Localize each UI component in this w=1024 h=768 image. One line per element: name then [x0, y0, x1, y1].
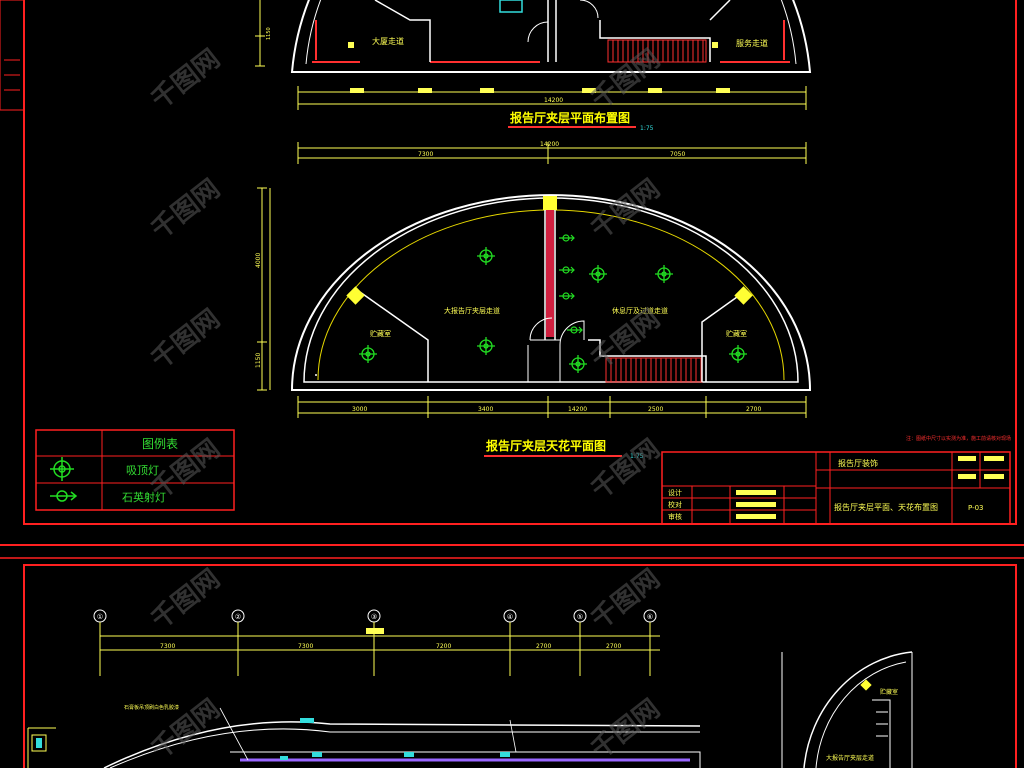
top-room-label-2: 服务走道	[736, 38, 768, 48]
watermark-text: 千图网	[586, 44, 666, 116]
ceiling-plan: 7300 14200 7050 4000 1150	[255, 141, 812, 460]
ceiling-left-dim-2: 1150	[255, 353, 262, 368]
spot-light-icon	[567, 326, 583, 334]
ceiling-top-dim-2: 14200	[540, 141, 559, 148]
ceiling-stairs	[605, 357, 703, 383]
spot-light-icon	[50, 490, 78, 502]
ceiling-light-icon	[729, 345, 747, 363]
axis-bubble-label: ①	[97, 613, 103, 621]
elevation-note: 石膏板吊顶刷白色乳胶漆	[124, 704, 179, 711]
elevation-dim-1: 7300	[160, 643, 175, 650]
legend-item-2-label: 石英射灯	[122, 490, 166, 504]
elevation: ① ② ③ ④ ⑤ ⑥ 7300 7300 7200 2700 2700 石膏板吊顶刷白色…	[27, 609, 913, 768]
ceiling-light-icon	[655, 265, 673, 283]
elevation-dim-5: 2700	[606, 643, 621, 650]
ceiling-light-icon	[477, 337, 495, 355]
top-overall-dim: 14200	[544, 97, 563, 104]
legend-header: 图例表	[142, 437, 178, 451]
ceiling-light-icon	[569, 355, 587, 373]
ceiling-top-dim-3: 7050	[670, 151, 685, 158]
svg-text:1150: 1150	[266, 27, 272, 40]
watermark-text: 千图网	[586, 564, 666, 636]
ceiling-light-icon	[359, 345, 377, 363]
axis-bubble: ①	[93, 609, 107, 676]
axis-bubble-label: ⑥	[647, 613, 653, 621]
ceiling-top-dim-1: 7300	[418, 151, 433, 158]
ceiling-bottom-dim-5: 2700	[746, 406, 761, 413]
elevation-dim-4: 2700	[536, 643, 551, 650]
ceiling-bottom-dim-1: 3000	[352, 406, 367, 413]
axis-bubble-label: ⑤	[577, 613, 583, 621]
watermark-text: 千图网	[146, 174, 226, 246]
elevation-dim-3: 7200	[436, 643, 451, 650]
axis-bubble-label: ②	[235, 613, 241, 621]
title-block-role-2: 校对	[668, 500, 682, 509]
axis-bubble: ②	[231, 609, 245, 676]
title-block-drawing-no: P-03	[968, 504, 984, 512]
ceiling-light-icon	[589, 265, 607, 283]
title-block: 注：图纸中尺寸以实测为准，施工前请核对现场 报告厅装饰 报告厅夹层平面、天花布置…	[661, 435, 1011, 525]
ceiling-plan-scale: 1:75	[630, 453, 644, 460]
ceiling-room-center-left: 大报告厅夹层走道	[444, 306, 500, 315]
axis-bubble: ④	[503, 609, 517, 676]
ceiling-left-dim-1: 4000	[255, 253, 262, 268]
top-plan-scale: 1:75	[640, 125, 654, 132]
ceiling-bottom-dim-2: 3400	[478, 406, 493, 413]
legend-item-1-label: 吸顶灯	[126, 464, 159, 477]
watermark-text: 千图网	[146, 564, 226, 636]
ceiling-light-icon	[477, 247, 495, 265]
top-plan-title: 报告厅夹层平面布置图	[510, 110, 630, 125]
watermark-text: 千图网	[586, 694, 666, 766]
spot-light-icon	[559, 234, 575, 242]
watermarks: 千图网千图网千图网千图网千图网千图网千图网千图网千图网千图网千图网千图网	[146, 44, 666, 766]
axis-bubble-label: ③	[371, 613, 377, 621]
ceiling-room-left: 贮藏室	[370, 329, 391, 338]
ceiling-plan-title: 报告厅夹层天花平面图	[486, 438, 606, 453]
ceiling-bottom-dim-3: 14200	[568, 406, 587, 413]
axis-bubble-label: ④	[507, 613, 513, 621]
top-stairs	[607, 39, 707, 63]
ceiling-light-icon	[50, 457, 74, 481]
ceiling-room-center-right: 休息厅及过道走道	[612, 306, 668, 315]
elevation-dim-2: 7300	[298, 643, 313, 650]
axis-bubbles: ① ② ③ ④ ⑤ ⑥	[93, 609, 657, 676]
title-block-role-3: 审核	[668, 512, 682, 521]
top-room-label-1: 大厦走道	[372, 36, 404, 46]
legend: 图例表 吸顶灯 石英射灯	[35, 429, 235, 511]
title-block-drawing-name: 报告厅夹层平面、天花布置图	[834, 502, 938, 512]
watermark-text: 千图网	[146, 44, 226, 116]
spot-light-icon	[559, 266, 575, 274]
ceiling-room-right: 贮藏室	[726, 329, 747, 338]
watermark-text: 千图网	[586, 174, 666, 246]
title-block-project: 报告厅装饰	[838, 458, 878, 468]
right-detail-room: 贮藏室	[880, 688, 898, 696]
right-detail-label: 大报告厅夹层走道	[826, 754, 874, 762]
ceiling-lights	[359, 247, 747, 373]
title-block-note: 注：图纸中尺寸以实测为准，施工前请核对现场	[906, 435, 1011, 442]
watermark-text: 千图网	[146, 304, 226, 376]
axis-bubble: ③	[367, 609, 381, 676]
axis-bubble: ⑤	[573, 609, 587, 676]
spot-light-icon	[559, 292, 575, 300]
top-plan: 大厦走道 服务走道 1150 14200 报告厅夹层平面布置图 1:75	[255, 0, 812, 132]
title-block-role-1: 设计	[668, 488, 682, 497]
axis-bubble: ⑥	[643, 609, 657, 676]
ceiling-bottom-dim-4: 2500	[648, 406, 663, 413]
spot-lights	[559, 234, 583, 334]
